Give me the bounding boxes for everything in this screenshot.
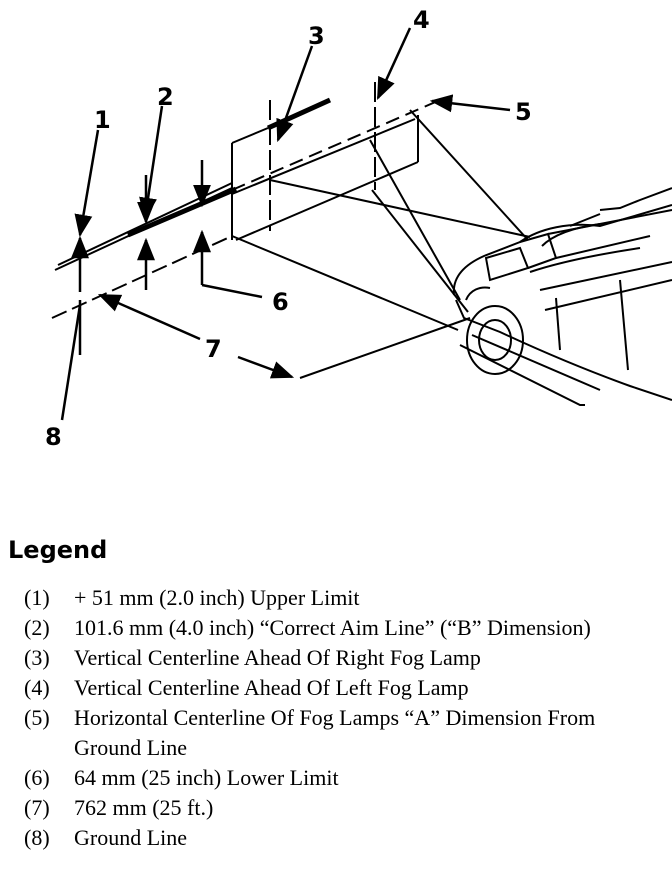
car-illustration (452, 187, 672, 406)
callout-1: 1 (94, 106, 111, 134)
legend-item-5: (5) Horizontal Centerline Of Fog Lamps “… (24, 703, 664, 763)
legend-item-7: (7) 762 mm (25 ft.) (24, 793, 664, 823)
dimension-arrows (60, 27, 511, 421)
callout-3: 3 (308, 22, 325, 50)
legend-item-2: (2) 101.6 mm (4.0 inch) “Correct Aim Lin… (24, 613, 664, 643)
legend-item-1: (1) + 51 mm (2.0 inch) Upper Limit (24, 583, 664, 613)
legend-text: + 51 mm (2.0 inch) Upper Limit (74, 585, 360, 610)
legend-text: Ground Line (74, 825, 188, 850)
legend-number: (1) (24, 585, 50, 610)
legend-text: 64 mm (25 inch) Lower Limit (74, 765, 339, 790)
callout-5: 5 (515, 98, 532, 126)
legend-item-6: (6) 64 mm (25 inch) Lower Limit (24, 763, 664, 793)
legend-number: (2) (24, 615, 50, 640)
legend-text: 762 mm (25 ft.) (74, 795, 214, 820)
legend-text: Horizontal Centerline Of Fog Lamps “A” D… (74, 705, 596, 760)
legend-number: (8) (24, 825, 50, 850)
callout-2: 2 (157, 83, 174, 111)
callout-8: 8 (45, 423, 62, 451)
legend-item-8: (8) Ground Line (24, 823, 664, 853)
callout-4: 4 (413, 6, 430, 34)
fog-lamp-aiming-diagram: 1 2 3 4 5 6 7 8 (45, 6, 672, 451)
legend-text: Vertical Centerline Ahead Of Right Fog L… (74, 645, 481, 670)
legend-number: (6) (24, 765, 50, 790)
legend-number: (4) (24, 675, 50, 700)
legend-text: 101.6 mm (4.0 inch) “Correct Aim Line” (… (74, 615, 591, 640)
legend-item-4: (4) Vertical Centerline Ahead Of Left Fo… (24, 673, 664, 703)
legend-item-3: (3) Vertical Centerline Ahead Of Right F… (24, 643, 664, 673)
callout-7: 7 (205, 335, 222, 363)
legend-text: Vertical Centerline Ahead Of Left Fog La… (74, 675, 469, 700)
wall-screen-lines (51, 82, 531, 379)
legend-list: (1) + 51 mm (2.0 inch) Upper Limit (2) 1… (24, 583, 664, 853)
legend-number: (5) (24, 705, 50, 730)
callout-6: 6 (272, 288, 289, 316)
legend-number: (7) (24, 795, 50, 820)
legend-number: (3) (24, 645, 50, 670)
legend-title: Legend (8, 536, 108, 564)
